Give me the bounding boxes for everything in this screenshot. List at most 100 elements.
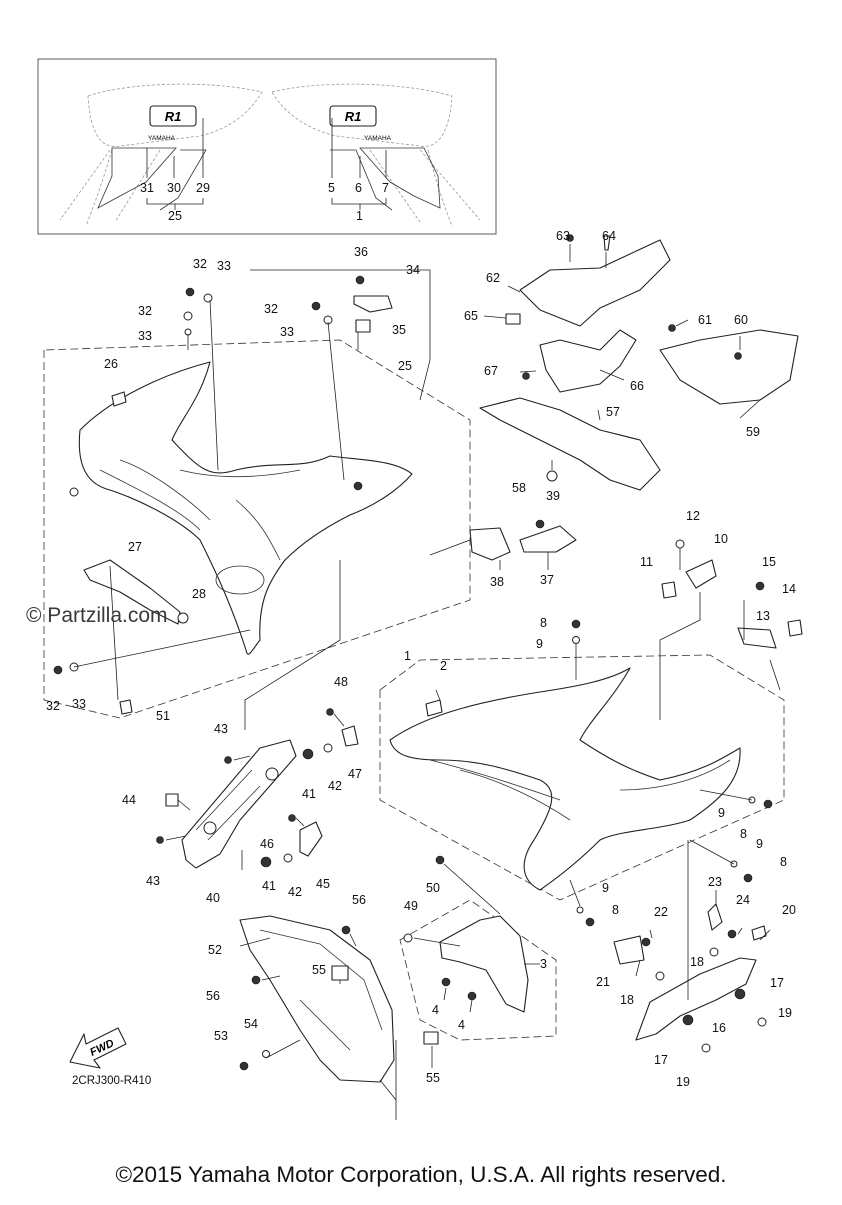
screw-39 — [535, 519, 545, 529]
callout-34: 34 — [406, 263, 420, 277]
washer-9-c — [576, 906, 584, 914]
callout-9-b: 9 — [756, 837, 763, 851]
callout-32-c: 32 — [138, 304, 152, 318]
callout-19-b: 19 — [778, 1006, 792, 1020]
screw-4-b — [467, 991, 477, 1001]
screw-24 — [727, 929, 737, 939]
screw-43-b — [156, 836, 164, 844]
callout-41-b: 41 — [262, 879, 276, 893]
callout-65: 65 — [464, 309, 478, 323]
callout-32-d: 32 — [264, 302, 278, 316]
left-cowl-fastener-point — [353, 481, 363, 491]
callout-63: 63 — [556, 229, 570, 243]
callout-43-a: 43 — [214, 722, 228, 736]
right-upper-cowl — [389, 667, 741, 891]
callout-67: 67 — [484, 364, 498, 378]
screw-32-a — [53, 665, 63, 675]
inner-panel-3 — [439, 915, 529, 1013]
callout-46: 46 — [260, 837, 274, 851]
collar-18-b — [655, 971, 665, 981]
callout-2: 2 — [440, 659, 447, 673]
under-cowl-group — [239, 915, 439, 1120]
duct-57 — [479, 397, 661, 491]
right-hardware-leaders — [575, 548, 781, 720]
callout-23: 23 — [708, 875, 722, 889]
copyright-notice: ©2015 Yamaha Motor Corporation, U.S.A. A… — [115, 1162, 727, 1187]
callout-59: 59 — [746, 425, 760, 439]
screw-46 — [288, 814, 296, 822]
stay-brackets — [429, 519, 577, 570]
screw-56-a — [341, 925, 351, 935]
bracket-34 — [353, 295, 393, 313]
side-cover-40 — [181, 739, 297, 869]
clip-64 — [603, 235, 611, 251]
callout-30: 30 — [167, 181, 181, 195]
callout-44: 44 — [122, 793, 136, 807]
inset-right-logo: R1 — [345, 109, 362, 124]
callout-35: 35 — [392, 323, 406, 337]
bracket-47 — [341, 725, 359, 747]
callout-9-c: 9 — [602, 881, 609, 895]
callout-8-a: 8 — [740, 827, 747, 841]
upper-right-parts — [479, 234, 799, 491]
under-cowl-52 — [239, 915, 395, 1083]
callout-25: 25 — [398, 359, 412, 373]
callout-8-b: 8 — [780, 855, 787, 869]
left-cowl-hole — [69, 487, 79, 497]
callout-17-b: 17 — [770, 976, 784, 990]
clip-26 — [111, 391, 127, 407]
nut-42-a — [323, 743, 333, 753]
screw-8-c — [585, 917, 595, 927]
inset-right-leaders — [331, 118, 387, 178]
callout-52: 52 — [208, 943, 222, 957]
side-cover-grommet-top — [265, 767, 279, 781]
fwd-arrow: FWD — [69, 1027, 127, 1069]
right-cowl-leaders — [435, 689, 753, 907]
callout-10: 10 — [714, 532, 728, 546]
callout-48: 48 — [334, 675, 348, 689]
callout-33-c: 33 — [138, 329, 152, 343]
callout-31: 31 — [140, 181, 154, 195]
under-cowl-leaders — [239, 933, 433, 1120]
clip-49 — [403, 933, 413, 943]
screw-19-b — [757, 1017, 767, 1027]
nut-11 — [661, 581, 677, 599]
stay-38 — [469, 527, 511, 561]
side-cover-leaders — [165, 713, 345, 870]
callout-36: 36 — [354, 245, 368, 259]
screw-15 — [755, 581, 765, 591]
callout-45: 45 — [316, 877, 330, 891]
callout-8-c: 8 — [612, 903, 619, 917]
callout-66: 66 — [630, 379, 644, 393]
callout-15: 15 — [762, 555, 776, 569]
screw-48 — [326, 708, 334, 716]
nut-14 — [787, 619, 803, 637]
callout-61: 61 — [698, 313, 712, 327]
callout-33-d: 33 — [280, 325, 294, 339]
damper-17-b — [734, 988, 746, 1000]
callout-16: 16 — [712, 1021, 726, 1035]
inset-frame — [37, 58, 497, 235]
callout-5: 5 — [328, 181, 335, 195]
callout-33-b: 33 — [217, 259, 231, 273]
screw-60 — [734, 352, 742, 360]
washer-33-b — [203, 293, 213, 303]
screw-32-d — [311, 301, 321, 311]
callout-55-b: 55 — [426, 1071, 440, 1085]
callout-33-a: 33 — [72, 697, 86, 711]
inset-left-cowl-outline — [87, 83, 263, 147]
callout-42-a: 42 — [328, 779, 342, 793]
callout-8-top: 8 — [540, 616, 547, 630]
inset-left-stripe-2 — [159, 149, 207, 211]
screw-19-a — [701, 1043, 711, 1053]
callout-39: 39 — [546, 489, 560, 503]
assembly-1-dash — [379, 654, 785, 901]
collar-41-b — [260, 856, 272, 868]
callout-29: 29 — [196, 181, 210, 195]
inner-panel-leaders — [413, 863, 540, 1013]
callout-19-a: 19 — [676, 1075, 690, 1089]
callout-9-a: 9 — [718, 806, 725, 820]
stay-37 — [519, 525, 577, 553]
damper-17-a — [682, 1014, 694, 1026]
bracket-45 — [299, 821, 323, 857]
